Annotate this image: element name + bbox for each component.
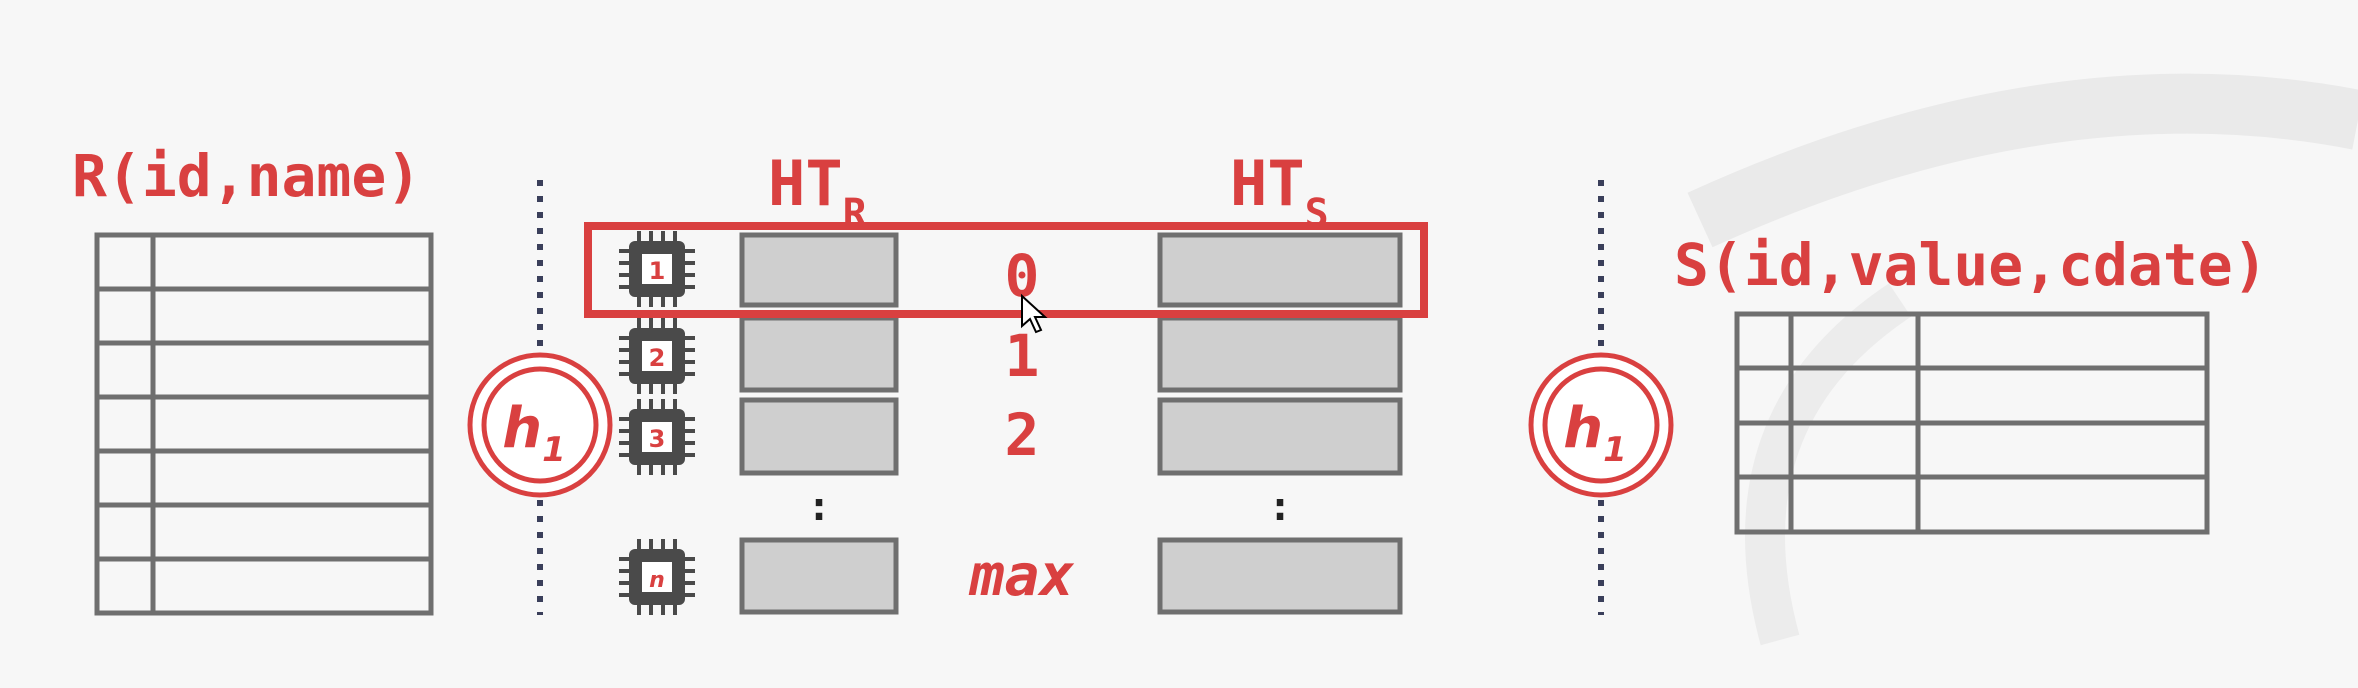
ht-r-bucket	[739, 232, 899, 308]
svg-text:n: n	[649, 568, 665, 593]
cpu-icon: n	[619, 539, 695, 615]
hash-function-left: h1	[467, 352, 613, 498]
highlight-box	[584, 222, 1428, 318]
cpu-icon: 2	[619, 318, 695, 394]
svg-text:1: 1	[649, 257, 666, 285]
mouse-cursor-icon	[1021, 293, 1048, 334]
relation-r-table	[94, 232, 434, 616]
partition-index: 2	[1005, 401, 1040, 469]
cpu-icon: 1	[619, 231, 695, 307]
relation-r-label: R(id,name)	[72, 142, 421, 210]
ht-r-bucket	[739, 537, 899, 615]
background-swirl-2	[1745, 283, 1912, 646]
svg-text:3: 3	[649, 425, 666, 453]
ht-r-bucket	[739, 315, 899, 393]
ht-s-bucket	[1157, 537, 1403, 615]
ht-s-label: HTS	[1230, 147, 1329, 237]
ht-s-bucket	[1157, 232, 1403, 308]
ht-s-ellipsis: :	[1268, 484, 1292, 530]
cpu-icon: 3	[619, 399, 695, 475]
ht-r-ellipsis: :	[807, 484, 831, 530]
partition-index: max	[969, 541, 1075, 609]
ht-s-bucket	[1157, 397, 1403, 476]
hash-function-right-label: h1	[1563, 396, 1627, 470]
svg-text:2: 2	[649, 344, 666, 372]
background-swirl	[1687, 73, 2358, 248]
hash-function-left-label: h1	[502, 396, 566, 470]
partition-index: 1	[1005, 322, 1040, 390]
relation-s-table	[1734, 311, 2210, 535]
ht-r-bucket	[739, 397, 899, 476]
relation-s-label: S(id,value,cdate)	[1674, 231, 2268, 299]
ht-s-bucket	[1157, 315, 1403, 393]
hash-function-right: h1	[1528, 352, 1674, 498]
